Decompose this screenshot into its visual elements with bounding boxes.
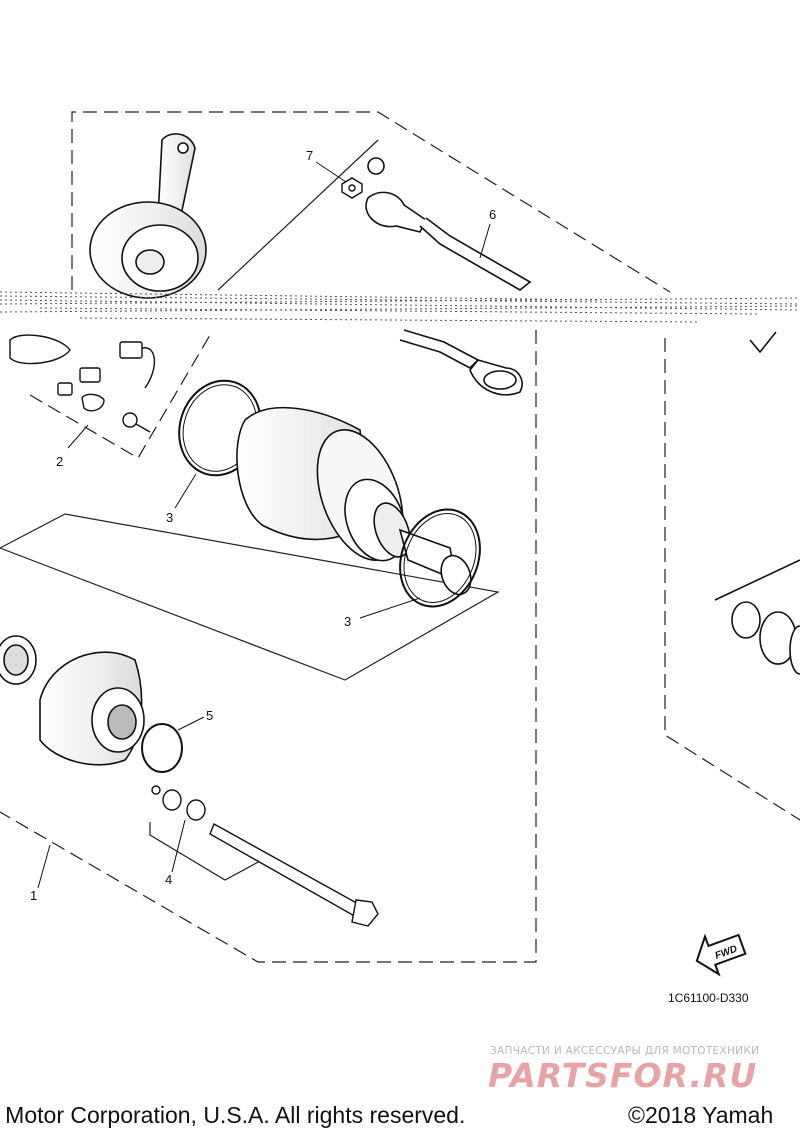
washer-flat (162, 789, 182, 811)
callout-5: 5 (206, 708, 213, 723)
leader-6 (479, 223, 491, 259)
brush-screw-head (122, 412, 138, 428)
brush-terminal (81, 393, 105, 412)
end-cover-arm (157, 133, 196, 221)
o-ring-part5 (141, 723, 183, 773)
right-side-parts (714, 331, 800, 675)
right-washer-a (731, 601, 761, 639)
armature-boundary (0, 513, 500, 681)
end-cover-part (89, 133, 207, 299)
lead-wire-cable-upper (419, 217, 532, 291)
brush-screw-shank (135, 423, 151, 433)
brush-lead-a (141, 347, 156, 389)
oil-seal-inner (3, 644, 29, 676)
callout-3a: 3 (166, 510, 173, 525)
lead-wire-cable-lower (399, 329, 480, 369)
washer-spring (186, 799, 206, 821)
washer-small (151, 785, 161, 795)
diagram-code: 1C61100-D330 (668, 991, 749, 1005)
leader-2 (67, 424, 89, 449)
brush-group-boundary (29, 334, 211, 459)
leader-1 (37, 844, 51, 889)
lead-wire-boot-top (365, 191, 428, 233)
lead-wire-eyelet-top (367, 157, 385, 175)
callout-3b: 3 (344, 614, 351, 629)
leader-3b (359, 597, 421, 619)
right-leader-line (714, 559, 800, 601)
callout-labels: 1 2 3 3 4 5 6 7 (30, 148, 496, 903)
callout-2: 2 (56, 454, 63, 469)
o-ring-lower (399, 508, 481, 608)
front-cover-bore (107, 704, 137, 740)
right-edge-mark (749, 331, 777, 354)
brush-holder-parts (9, 334, 156, 433)
watermark-tagline: ЗАПЧАСТИ И АКСЕССУАРЫ ДЛЯ МОТОТЕХНИКИ (490, 1045, 760, 1057)
leader-3a (174, 473, 197, 509)
callout-1: 1 (30, 888, 37, 903)
callout-6: 6 (489, 207, 496, 222)
leader-4 (171, 819, 186, 873)
brush-block-a (119, 341, 143, 359)
leader-lines (37, 161, 491, 889)
lead-wire-part (365, 157, 532, 396)
callout-4: 4 (165, 872, 172, 887)
copyright-left: a Motor Corporation, U.S.A. All rights r… (0, 1102, 466, 1128)
right-group-boundary (664, 338, 800, 821)
nut-part (341, 177, 363, 199)
copyright-footer: a Motor Corporation, U.S.A. All rights r… (0, 1100, 800, 1138)
brush-block-b (79, 367, 101, 383)
leader-7 (315, 161, 347, 183)
lead-wire-eyelet-bottom (483, 370, 517, 390)
fwd-arrow-icon: FWD (695, 933, 747, 977)
callout-7: 7 (306, 148, 313, 163)
front-cover-part (0, 635, 145, 766)
brush-plate-fragment (9, 334, 71, 365)
watermark-logo: PARTSFOR.RU (488, 1056, 758, 1095)
washer-set (151, 785, 206, 821)
leader-5 (177, 716, 205, 731)
brush-spring (57, 382, 73, 396)
end-cover-hole (177, 142, 189, 154)
group-boundaries (0, 111, 800, 963)
upper-group-boundary (71, 111, 671, 293)
armature-yoke-part (236, 406, 472, 596)
through-bolt (209, 823, 379, 927)
scan-noise-band (0, 291, 800, 323)
copyright-right: ©2018 Yamah (628, 1102, 774, 1128)
center-divider-line (217, 139, 379, 291)
main-group-boundary (0, 330, 537, 963)
nut-hole (348, 184, 356, 192)
through-bolt-head (351, 899, 379, 927)
right-washer-c (789, 625, 800, 675)
end-cover-boss (135, 249, 165, 275)
washer-subgroup-line (149, 822, 263, 881)
